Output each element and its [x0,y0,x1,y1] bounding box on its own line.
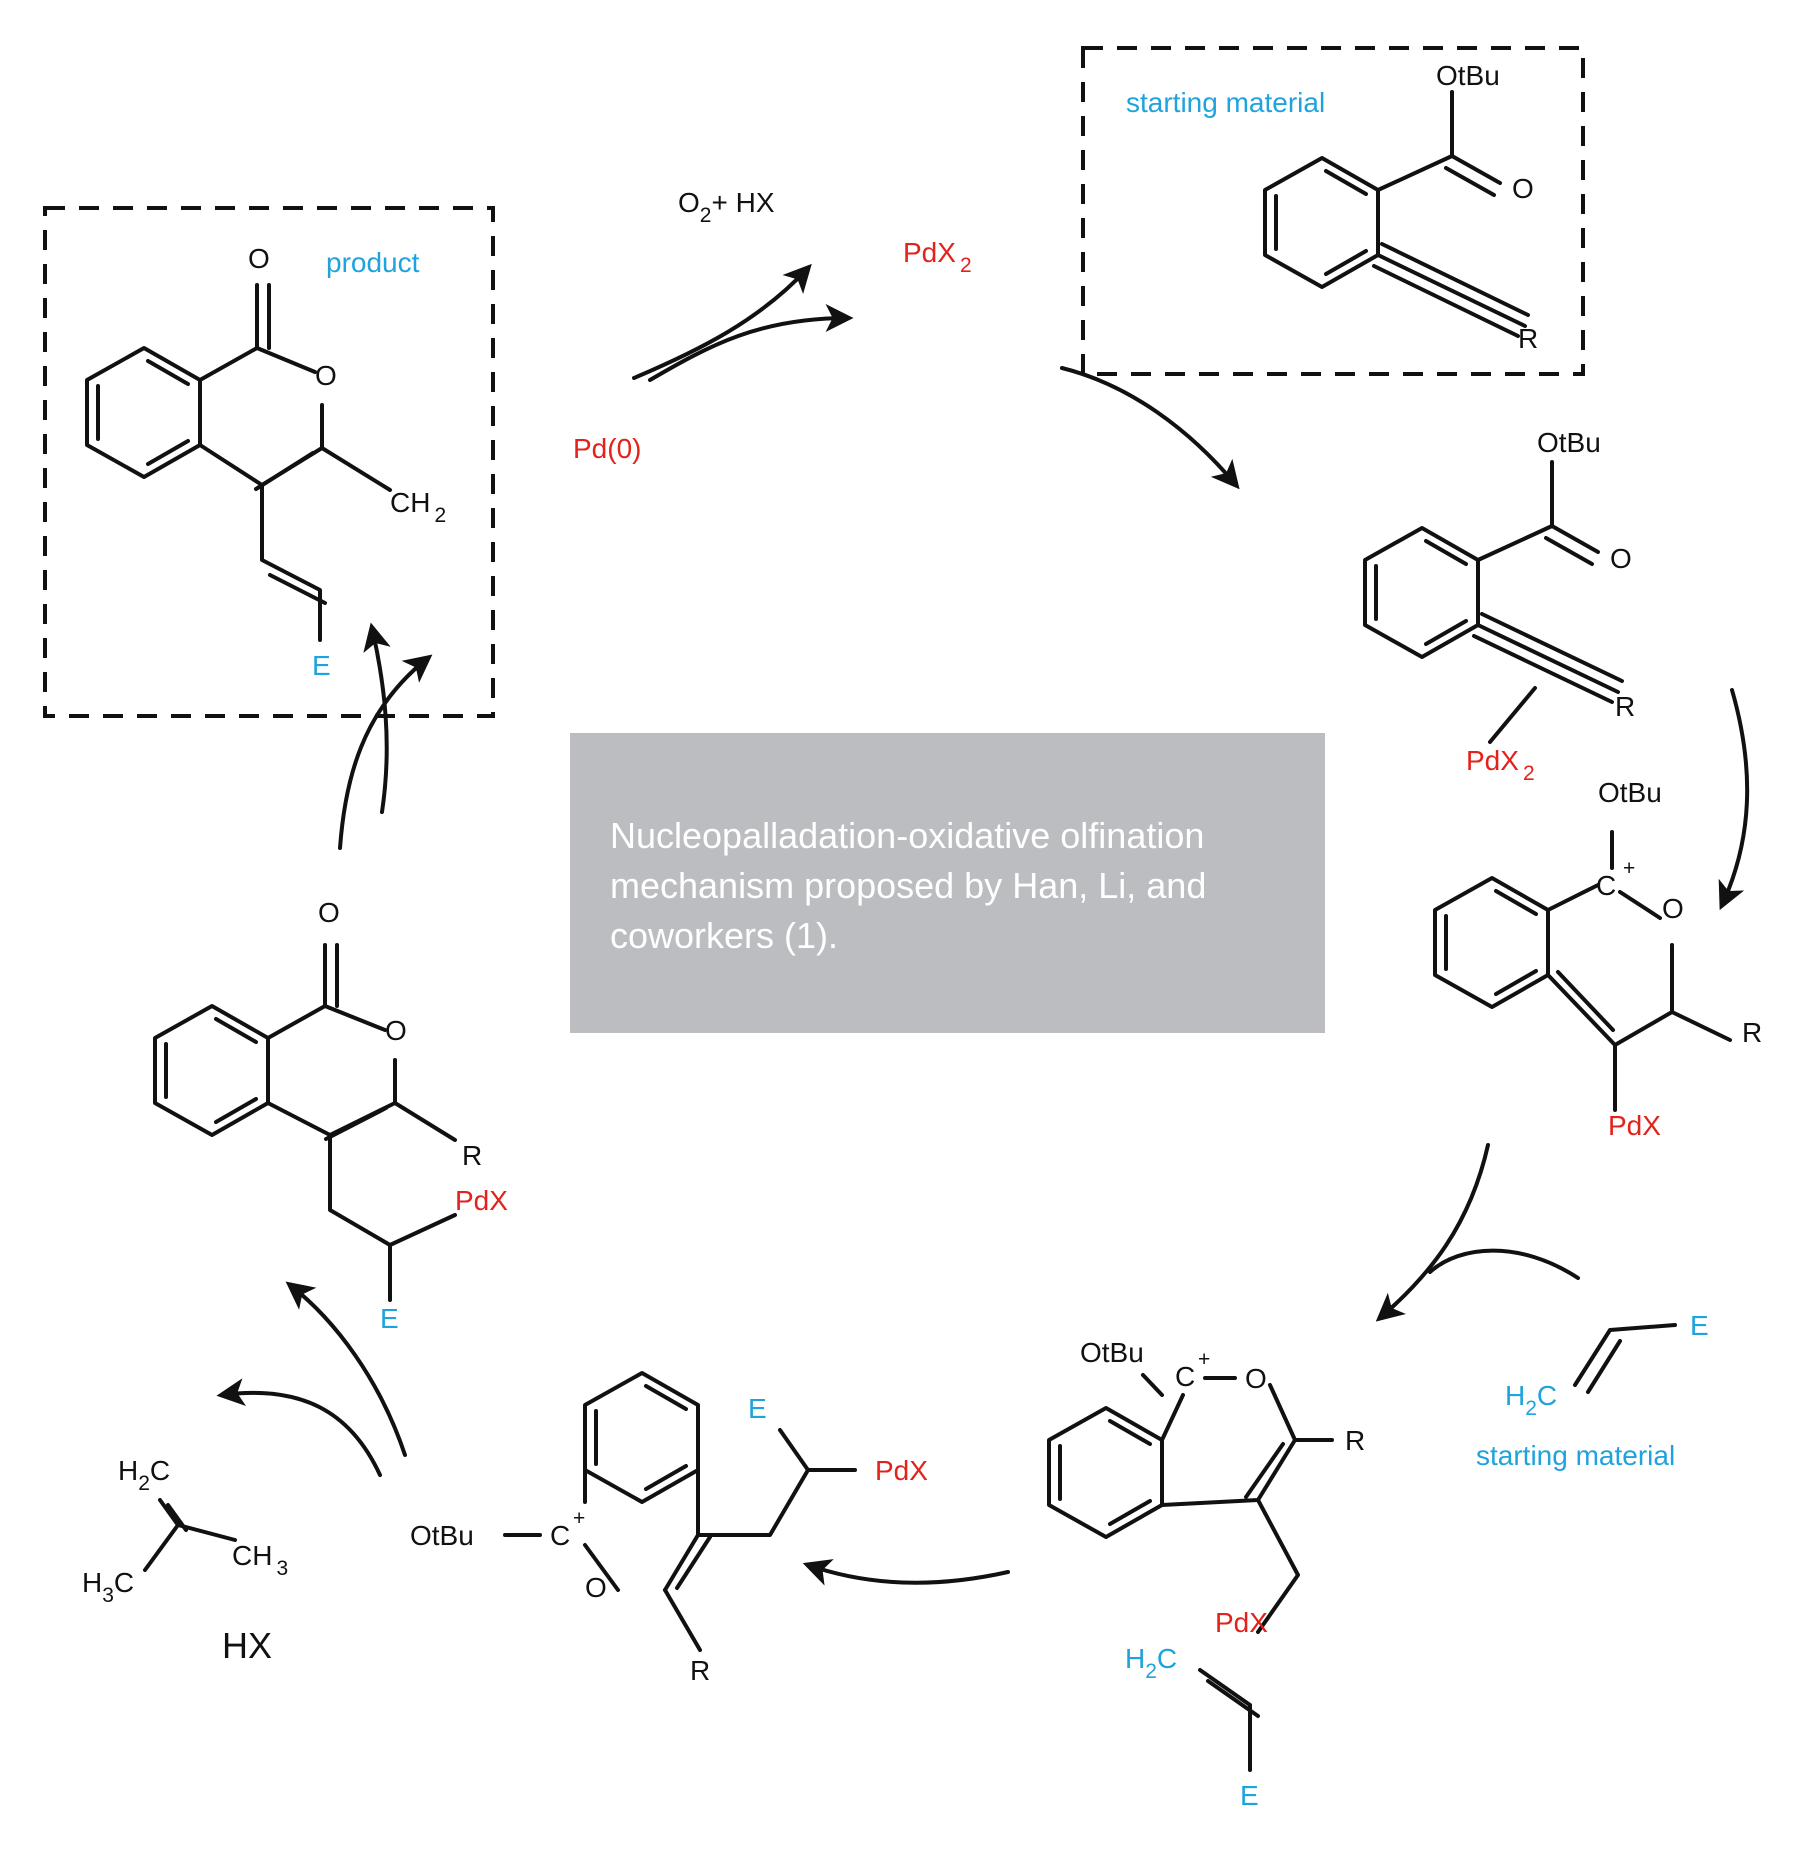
r-label: R [690,1655,710,1686]
beta-hydride-arrow [338,654,433,850]
alkene-starting-material-label: starting material [1476,1440,1675,1471]
e-label: E [312,650,331,681]
positive-charge: + [1198,1348,1210,1371]
mechanism-caption: Nucleopalladation-oxidative olfination m… [610,815,1207,956]
alkyl-pd-intermediate [503,1371,857,1652]
pd0-label: Pd(0) [573,433,641,464]
starting-material-label: starting material [1126,87,1325,118]
ring-o-label: O [385,1015,407,1046]
otbu-label: OtBu [1436,60,1500,91]
oxygen-reagent-label: O2+ HX [678,187,775,227]
ring-o-label: O [1245,1363,1267,1394]
pdx-label: PdX [1608,1110,1661,1141]
otbu-label: OtBu [1598,777,1662,808]
r-label: R [1345,1425,1365,1456]
positive-charge: + [1623,857,1635,880]
h2c-label: H2C [1125,1643,1177,1683]
alkyl-pd-isocoumarin [153,943,457,1302]
oxocarbenium-c-label: C [1175,1361,1195,1392]
ring-o-label: O [585,1572,607,1603]
otbu-label: OtBu [410,1520,474,1551]
alkene-entry-arrow [1428,1248,1580,1280]
product-label: product [326,247,420,278]
pd-alkyne-complex [1363,460,1624,744]
isobutene-structure [143,1498,237,1572]
hx-byproduct-label: HX [222,1625,272,1666]
h2c-label: H2C [118,1455,170,1495]
isobutene-loss-arrow [285,1281,407,1457]
oxocarbenium-c-label: C [550,1520,570,1551]
e-label: E [1240,1780,1259,1811]
r-label: R [1742,1017,1762,1048]
h3c-label: H3C [82,1567,134,1607]
carbonyl-o-label: O [1512,173,1534,204]
oxocarbenium-c-label: C [1596,870,1616,901]
e-label: E [748,1393,767,1424]
product-structure [85,283,392,642]
ring-o-label: O [315,360,337,391]
starting-material-structure [1263,90,1530,338]
otbu-label: OtBu [1080,1337,1144,1368]
h2c-label: H2C [1505,1380,1557,1420]
e-label: E [380,1303,399,1334]
carbonyl-o-label: O [1610,543,1632,574]
migratory-insertion-arrow [802,1559,1010,1586]
r-label: R [1518,323,1538,354]
reoxidation-arrow [648,304,854,382]
product-release-arrow [363,622,391,814]
coordination-arrow [1060,366,1240,490]
ring-o-label: O [1662,893,1684,924]
positive-charge: + [573,1507,585,1530]
pdx-label: PdX [455,1185,508,1216]
otbu-label: OtBu [1537,427,1601,458]
r-label: R [1615,691,1635,722]
alkene-pd-complex [1047,1373,1334,1772]
e-label: E [1690,1310,1709,1341]
mechanism-caption-box: Nucleopalladation-oxidative olfination m… [570,733,1325,1033]
vinyl-pd-intermediate [1433,830,1732,1112]
starting-material-box [1081,46,1585,376]
pdx-label: PdX [1215,1607,1268,1638]
carbonyl-o-label: O [248,243,270,274]
pdx-label: PdX [875,1455,928,1486]
cyclization-arrow [1718,688,1750,911]
carbonyl-o-label: O [318,897,340,928]
alkene-starting-material [1573,1323,1677,1394]
alkene-insertion-arrow [1375,1143,1490,1322]
product-box [43,206,495,718]
byproduct-arrow [216,1378,382,1477]
oxygen-arrow [632,263,812,380]
r-label: R [462,1140,482,1171]
